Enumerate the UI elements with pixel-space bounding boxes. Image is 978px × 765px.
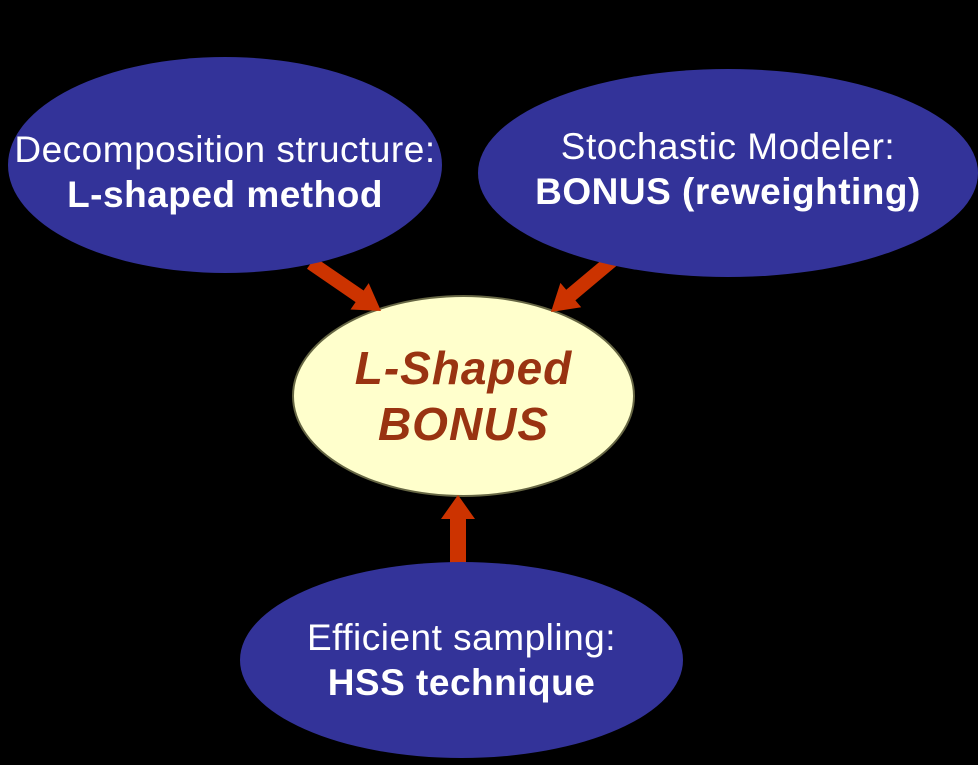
arrow-decomposition-to-center-icon <box>307 257 381 311</box>
decomposition-node-line2: L-shaped method <box>67 174 383 215</box>
sampling-node-line2: HSS technique <box>327 662 596 703</box>
sampling-node-line1: Efficient sampling: <box>306 617 617 658</box>
decomposition-node-line1: Decomposition structure: <box>14 129 436 170</box>
center-node-line2: BONUS <box>377 398 550 450</box>
stochastic-node-line2: BONUS (reweighting) <box>535 171 921 212</box>
arrow-sampling-to-center-icon <box>441 495 475 570</box>
node-stochastic-modeler: Stochastic Modeler: BONUS (reweighting) <box>478 69 978 277</box>
stochastic-node-line1: Stochastic Modeler: <box>560 126 896 167</box>
node-l-shaped-bonus: L-Shaped BONUS <box>292 295 635 497</box>
center-node-line1: L-Shaped <box>354 342 573 394</box>
node-efficient-sampling: Efficient sampling: HSS technique <box>240 562 683 758</box>
node-decomposition-structure: Decomposition structure: L-shaped method <box>8 57 442 273</box>
